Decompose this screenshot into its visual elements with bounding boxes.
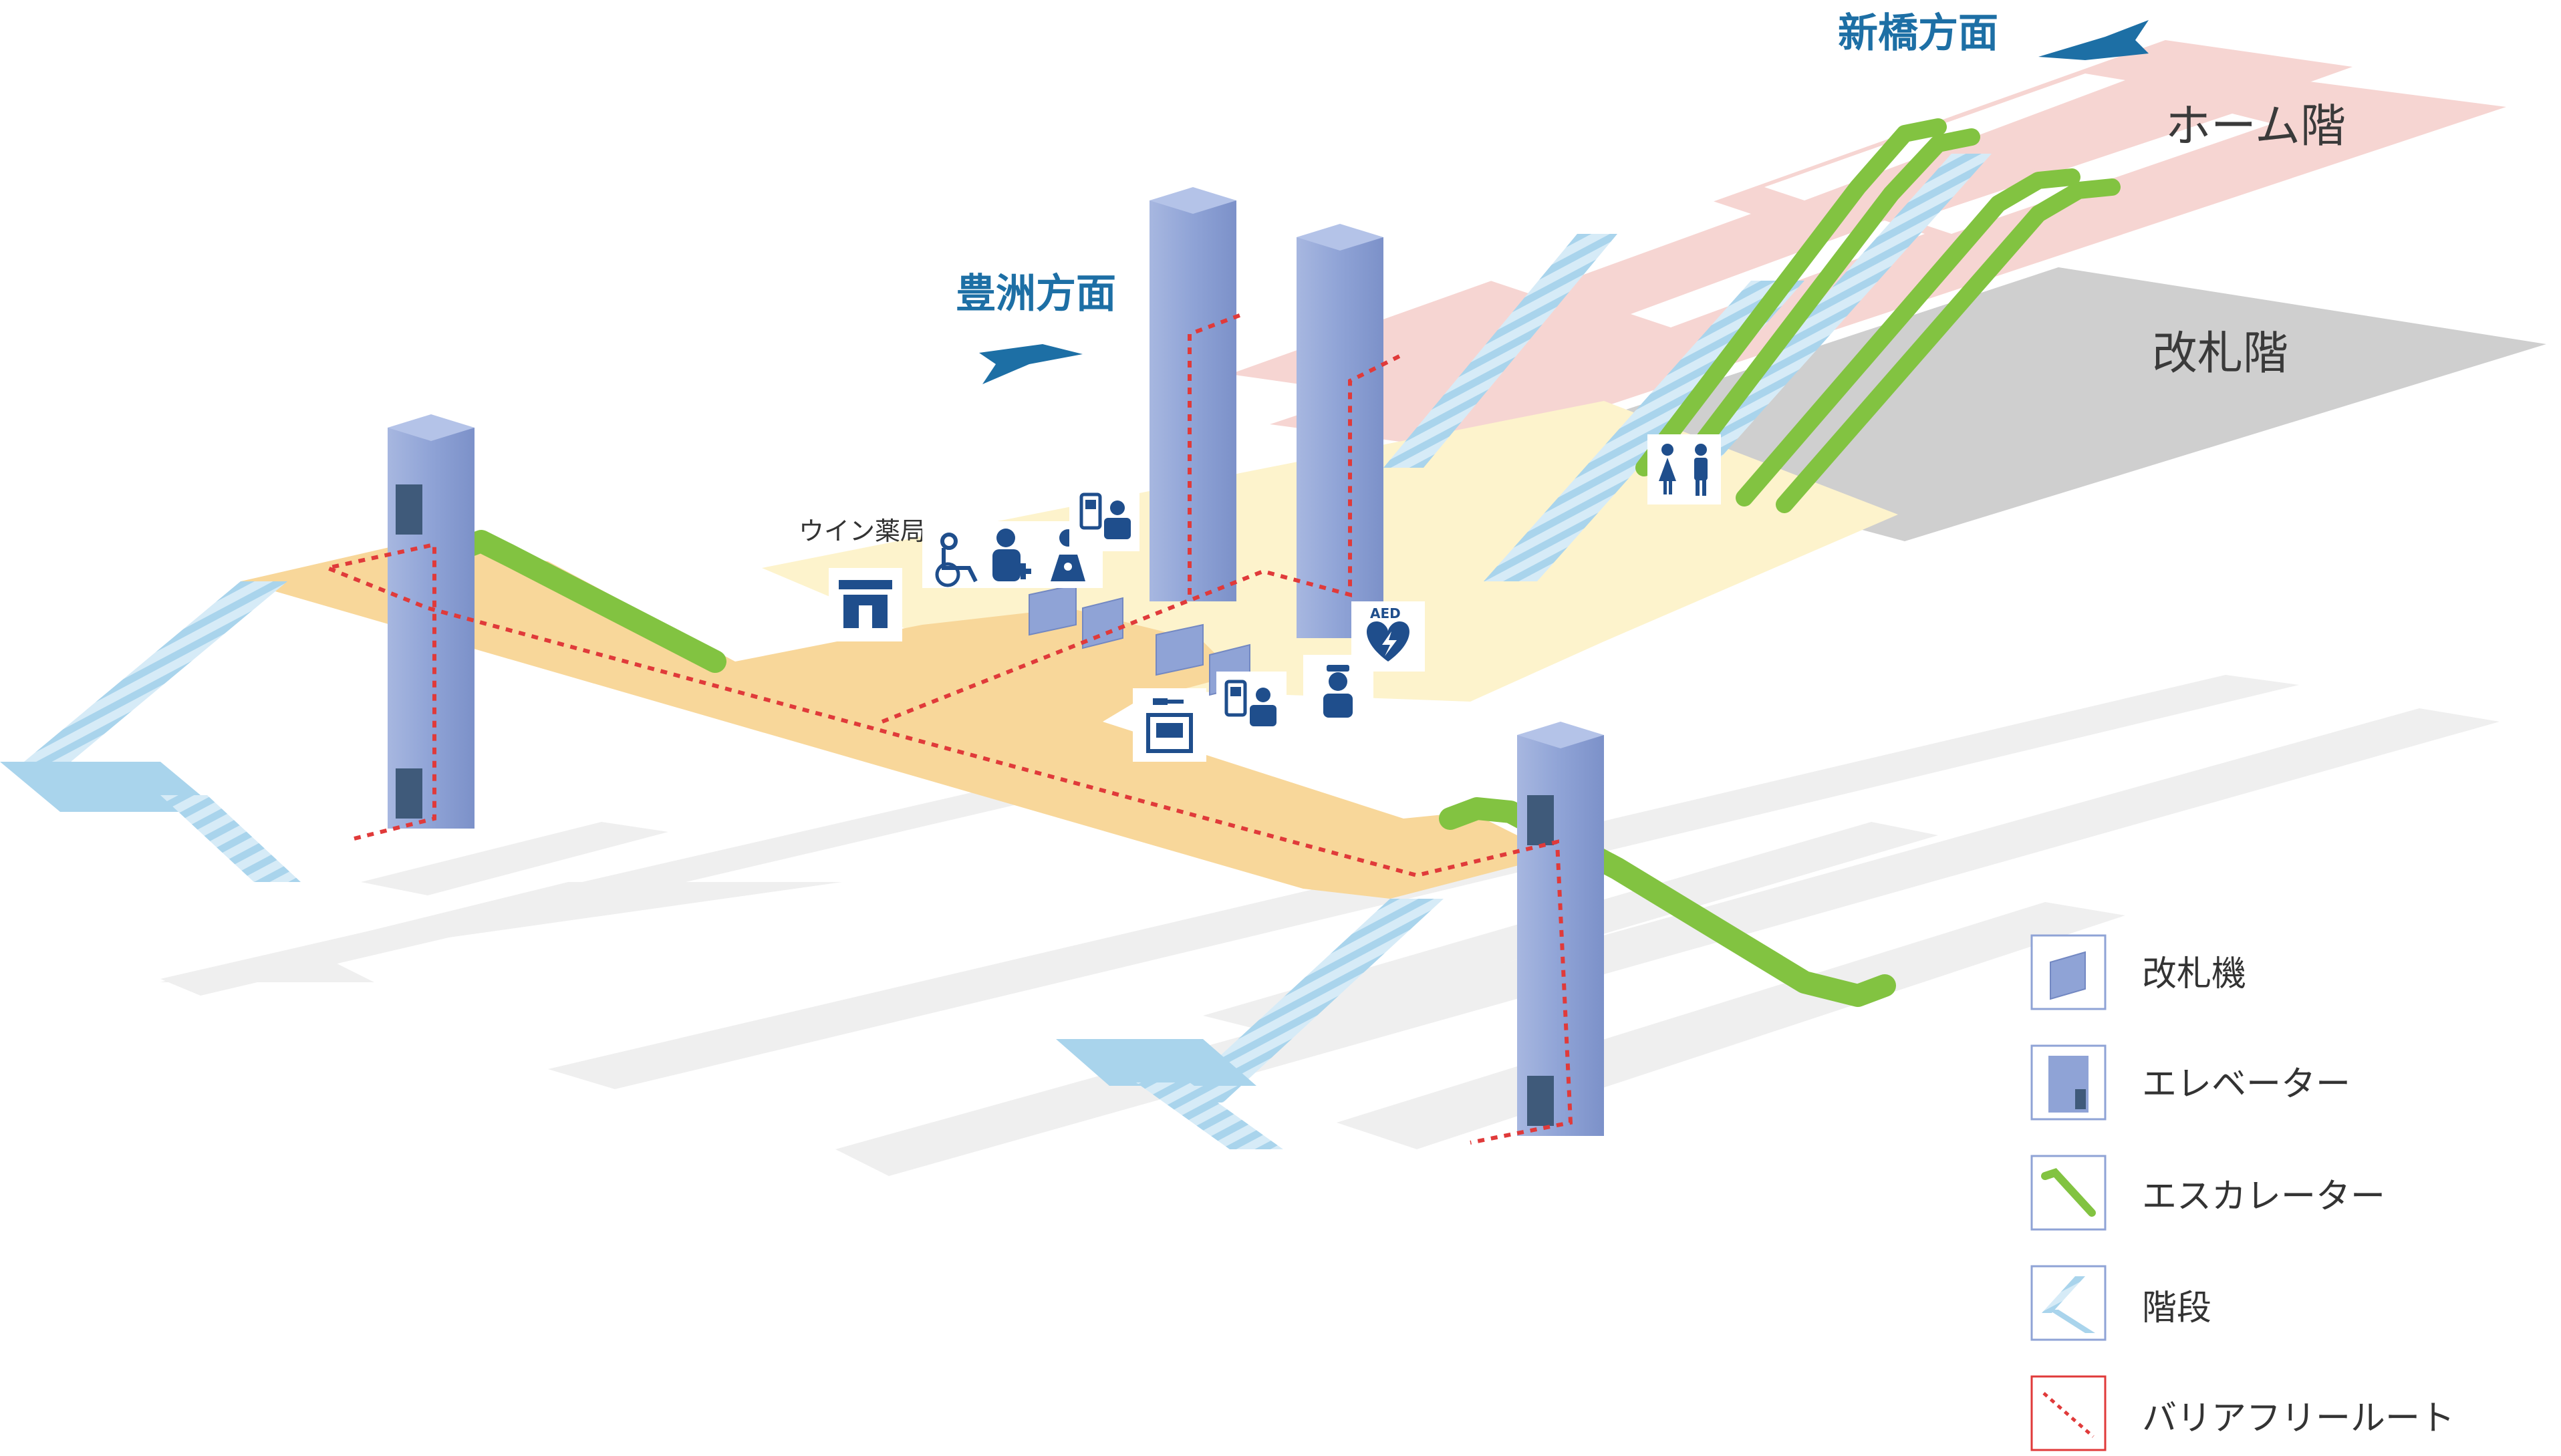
- elevator-center-a: [1150, 187, 1236, 601]
- escalator-platform-2: [1736, 168, 2080, 506]
- shop-icon-tile: [829, 568, 902, 641]
- legend-item-escalator: エスカレーター: [2030, 1155, 2385, 1231]
- elevator-left: [388, 414, 475, 829]
- stairs-bottom-landing: [1056, 1039, 1256, 1086]
- stairs-bottom-upper: [1170, 899, 1444, 1103]
- legend-item-ticket-gate: 改札機: [2030, 934, 2246, 1010]
- escalator-platform-1: [1635, 118, 1947, 476]
- stairs-left-lower: [160, 795, 301, 882]
- floor-label-concourse: 改札階: [2152, 327, 2288, 380]
- coin-locker-icon: [1133, 688, 1206, 762]
- elevator-center-b: [1297, 224, 1383, 638]
- direction-label-toyosu: 豊洲方面: [956, 271, 1116, 317]
- floor-label-platform: ホーム階: [2165, 100, 2346, 153]
- elevator-door-lower: [396, 768, 422, 819]
- legend-label-elevator: エレベーター: [2142, 1064, 2350, 1105]
- direction-toyosu: 豊洲方面: [956, 271, 1116, 384]
- legend-item-barrier-free: バリアフリールート: [2030, 1375, 2455, 1451]
- barrier-free-route: [320, 312, 1573, 1145]
- direction-shimbashi: 新橋方面: [1838, 10, 2149, 60]
- aed-icon: AED: [1351, 601, 1425, 672]
- legend-label-ticket-gate: 改札機: [2142, 954, 2246, 994]
- legend-label-barrier-free: バリアフリールート: [2142, 1399, 2455, 1439]
- stairs-bottom-lower: [1136, 1082, 1283, 1149]
- escalator-platform-2b: [1776, 178, 2121, 513]
- arrow-right-icon: [2038, 20, 2149, 60]
- legend-item-elevator: エレベーター: [2030, 1044, 2350, 1121]
- aed-label: AED: [1370, 605, 1401, 621]
- legend: 改札機 エレベーター エスカレーター 階段 バリアフリールート: [2030, 934, 2455, 1451]
- shop-name: ウイン薬局: [799, 517, 926, 546]
- stairs-platform-a: [1383, 234, 1617, 468]
- ticket-gates: [1029, 583, 1250, 696]
- arrow-left-icon: [979, 344, 1083, 384]
- restroom-icon: [1647, 434, 1721, 504]
- wheelchair-icon: [922, 521, 989, 588]
- ticket-machine-icon-2: [1216, 672, 1287, 738]
- elevator-right: [1517, 722, 1604, 1136]
- escalator-platform-1b: [1669, 128, 1980, 483]
- elevator-door-upper: [396, 484, 422, 535]
- legend-label-stairs: 階段: [2142, 1288, 2211, 1328]
- concourse-walkway: [241, 545, 1557, 899]
- stairs-left-upper: [20, 581, 287, 765]
- ticket-machine-icon: [1069, 484, 1139, 551]
- elevator-door-upper: [1527, 795, 1554, 845]
- legend-item-stairs: 階段: [2030, 1265, 2211, 1341]
- elevator-door-lower: [1527, 1076, 1554, 1126]
- legend-label-escalator: エスカレーター: [2142, 1177, 2385, 1217]
- escalator-right: [1439, 797, 1896, 1007]
- direction-label-shimbashi: 新橋方面: [1838, 10, 1998, 57]
